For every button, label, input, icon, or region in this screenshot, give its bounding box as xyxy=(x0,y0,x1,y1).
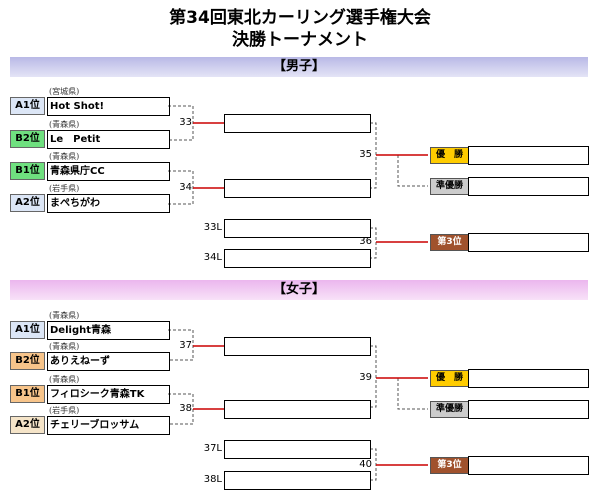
women-team-3-prefecture: (青森県) xyxy=(49,375,80,384)
men-silver-label: 準優勝 xyxy=(430,178,469,195)
men-third-number: 36 xyxy=(359,236,372,247)
men-semifinal-winner-2-box xyxy=(224,179,371,198)
men-connector-3 xyxy=(370,122,377,189)
women-team-2-seed: B2位 xyxy=(10,352,45,370)
men-team-3-seed: B1位 xyxy=(10,162,45,180)
women-match-2-number: 38 xyxy=(179,403,192,414)
women-team-1-seed: A1位 xyxy=(10,321,45,339)
men-match-2-number: 34 xyxy=(179,182,192,193)
men-gold-label: 優 勝 xyxy=(430,147,469,164)
women-silver-box xyxy=(468,400,589,419)
men-team-4-seed: A2位 xyxy=(10,194,45,212)
women-loser-1-label: 37L xyxy=(203,443,222,454)
women-bronze-box xyxy=(468,456,589,475)
women-loser-2-box xyxy=(224,471,371,490)
women-silver-label: 準優勝 xyxy=(430,401,469,418)
women-gold-label: 優 勝 xyxy=(430,370,469,387)
women-team-4-name: チェリーブロッサム xyxy=(47,416,170,435)
men-team-2-seed: B2位 xyxy=(10,130,45,148)
men-team-2-prefecture: (青森県) xyxy=(49,120,80,129)
women-gold-box xyxy=(468,369,589,388)
page-title: 第34回東北カーリング選手権大会 xyxy=(169,8,431,28)
men-team-3-name: 青森県庁CC xyxy=(47,162,170,181)
men-loser-2-box xyxy=(224,249,371,268)
women-bronze-label: 第3位 xyxy=(430,457,469,474)
women-team-3-name: フィロシーク青森TK xyxy=(47,385,170,404)
men-semifinal-winner-1-box xyxy=(224,114,371,133)
women-section-header: 【女子】 xyxy=(10,280,588,300)
men-team-4-prefecture: (岩手県) xyxy=(49,184,80,193)
men-team-3-prefecture: (青森県) xyxy=(49,152,80,161)
men-loser-1-box xyxy=(224,219,371,238)
women-team-1-prefecture: (青森県) xyxy=(49,311,80,320)
women-match-1-number: 37 xyxy=(179,340,192,351)
women-team-3-seed: B1位 xyxy=(10,385,45,403)
men-bronze-label: 第3位 xyxy=(430,234,469,251)
women-semifinal-winner-2-box xyxy=(224,400,371,419)
men-bronze-box xyxy=(468,233,589,252)
men-runnerup-line xyxy=(397,155,428,187)
men-team-1-prefecture: (宮城県) xyxy=(49,87,80,96)
men-final-number: 35 xyxy=(359,149,372,160)
women-team-2-prefecture: (青森県) xyxy=(49,342,80,351)
women-team-1-name: Delight青森 xyxy=(47,321,170,340)
women-team-4-seed: A2位 xyxy=(10,416,45,434)
women-loser-2-label: 38L xyxy=(203,474,222,485)
men-loser-2-label: 34L xyxy=(203,252,222,263)
women-team-4-prefecture: (岩手県) xyxy=(49,406,80,415)
men-loser-1-label: 33L xyxy=(203,222,222,233)
women-connector-1 xyxy=(168,329,194,361)
women-team-2-name: ありえねーず xyxy=(47,352,170,371)
women-loser-1-box xyxy=(224,440,371,459)
women-connector-3 xyxy=(370,345,377,408)
men-silver-box xyxy=(468,177,589,196)
men-section-header: 【男子】 xyxy=(10,57,588,77)
men-team-4-name: まぺちがわ xyxy=(47,194,170,213)
women-semifinal-winner-1-box xyxy=(224,337,371,356)
men-team-1-name: Hot Shot! xyxy=(47,97,170,116)
women-third-number: 40 xyxy=(359,459,372,470)
women-final-number: 39 xyxy=(359,372,372,383)
women-section-label: 【女子】 xyxy=(272,282,325,297)
men-section-label: 【男子】 xyxy=(272,59,325,74)
men-gold-box xyxy=(468,146,589,165)
men-match-1-number: 33 xyxy=(179,117,192,128)
men-connector-4 xyxy=(370,227,377,259)
women-runnerup-line xyxy=(397,378,428,410)
page-subtitle: 決勝トーナメント xyxy=(232,30,368,50)
men-team-1-seed: A1位 xyxy=(10,97,45,115)
men-team-2-name: Le Petit xyxy=(47,130,170,149)
